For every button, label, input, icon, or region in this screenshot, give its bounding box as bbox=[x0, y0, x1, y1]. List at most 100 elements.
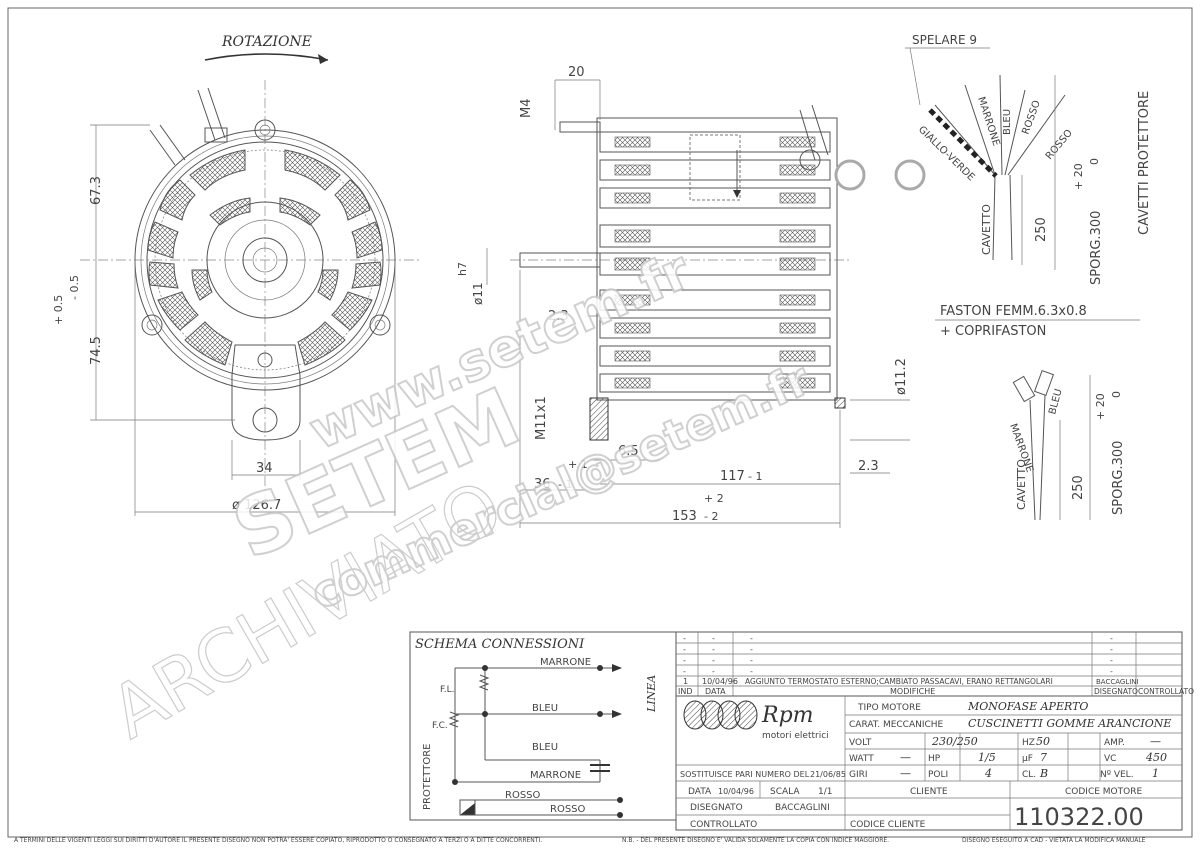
label-sporg-top: SPORG.300 bbox=[1089, 211, 1104, 285]
dim-diameter: ø 126.7 bbox=[232, 498, 281, 513]
dim-m4: M4 bbox=[519, 99, 534, 119]
rev-header-dis: DISEGNATO bbox=[1094, 687, 1138, 696]
rpm-logo: Rpm motori elettrici bbox=[683, 700, 829, 741]
rev-header-data: DATA bbox=[705, 687, 726, 696]
dim-117-tol: - 1 bbox=[748, 470, 762, 483]
codice-motore-value: 110322.00 bbox=[1014, 803, 1144, 831]
rev-dis-4: BACCAGLINI bbox=[1096, 678, 1139, 686]
rev-mod-1: - bbox=[750, 645, 753, 654]
label-sporg-tol0-bottom: 0 bbox=[1110, 391, 1123, 398]
footer-nb: N.B. - DEL PRESENTE DISEGNO E' VALIDA SO… bbox=[622, 837, 889, 844]
rev-ind-0: - bbox=[683, 634, 686, 643]
label-bleu-top: BLEU bbox=[1002, 109, 1013, 135]
schema-fl: F.L. bbox=[440, 685, 454, 695]
amp-value: — bbox=[1150, 735, 1161, 748]
data-value: 10/04/96 bbox=[718, 787, 754, 796]
giri-label: GIRI bbox=[849, 770, 868, 780]
front-view: ROTAZIONE bbox=[52, 34, 420, 516]
footer-copyright: A TERMINI DELLE VIGENTI LEGGI SUI DIRITT… bbox=[14, 837, 542, 844]
label-bleu-bottom: BLEU bbox=[1047, 388, 1064, 416]
dim-plus-2: + 2 bbox=[704, 492, 724, 505]
rev-ind-1: - bbox=[683, 645, 686, 654]
footer-notes: A TERMINI DELLE VIGENTI LEGGI SUI DIRITT… bbox=[14, 837, 1146, 844]
hz-label: HZ bbox=[1022, 738, 1035, 748]
codice-motore-label: CODICE MOTORE bbox=[1065, 787, 1142, 797]
giri-value: — bbox=[900, 767, 911, 780]
label-250-bottom: 250 bbox=[1071, 475, 1086, 500]
scala-label: SCALA bbox=[770, 787, 800, 797]
dim-6-5: 6.5 bbox=[618, 444, 639, 459]
nvel-label: Nº VEL. bbox=[1100, 770, 1134, 780]
hz-value: 50 bbox=[1036, 735, 1050, 748]
volt-value: 230/250 bbox=[931, 735, 978, 748]
amp-label: AMP. bbox=[1104, 738, 1125, 748]
vc-label: VC bbox=[1104, 754, 1116, 764]
uf-value: 7 bbox=[1040, 751, 1047, 764]
rev-header-ctrl: CONTROLLATO bbox=[1138, 687, 1194, 696]
side-view: 20 M4 h7 ø11 2.3 M11x1 6.5 + 1 36 - 1 11… bbox=[456, 65, 910, 528]
label-sporg-tol-top: + 20 bbox=[1072, 163, 1085, 190]
label-sporg-tol-bottom: + 20 bbox=[1094, 393, 1107, 420]
rev-header-ind: IND bbox=[678, 687, 693, 696]
dim-36: 36 bbox=[534, 477, 551, 492]
dim-117: 117 bbox=[720, 469, 745, 484]
poli-value: 4 bbox=[984, 767, 992, 780]
dim-36-tol: - 1 bbox=[558, 478, 572, 491]
label-sporg-bottom: SPORG.300 bbox=[1111, 441, 1126, 515]
dim-153: 153 bbox=[672, 509, 697, 524]
rev-mod-2: - bbox=[750, 656, 753, 665]
dim-74-5: 74.5 bbox=[89, 336, 104, 365]
cable-detail-bottom: FASTON FEMM.6.3x0.8 + COPRIFASTON MARRON… bbox=[935, 304, 1140, 521]
dim-67-3: 67.3 bbox=[89, 176, 104, 205]
schema-protettore: PROTETTORE bbox=[422, 744, 433, 810]
dim-20: 20 bbox=[568, 65, 585, 80]
logo-sub: motori elettrici bbox=[762, 731, 829, 741]
rev-dis-3: - bbox=[1110, 667, 1113, 676]
schema-wire-rosso-2: ROSSO bbox=[550, 804, 586, 815]
label-coprifaston: + COPRIFASTON bbox=[940, 324, 1046, 339]
volt-label: VOLT bbox=[849, 738, 872, 748]
dim-m11: M11x1 bbox=[534, 396, 549, 440]
carat-label: CARAT. MECCANICHE bbox=[849, 720, 944, 730]
logo-text: Rpm bbox=[761, 703, 814, 728]
schema-wire-bleu-1: BLEU bbox=[532, 703, 558, 714]
schema-wire-marrone-2: MARRONE bbox=[530, 770, 581, 781]
connection-schema: SCHEMA CONNESSIONI LINEA F.L. F.C. PROTE… bbox=[409, 631, 677, 821]
schema-linea: LINEA bbox=[645, 675, 658, 713]
rev-data-1: - bbox=[712, 645, 715, 654]
label-cavetto-top: CAVETTO bbox=[980, 204, 993, 255]
label-faston: FASTON FEMM.6.3x0.8 bbox=[940, 304, 1087, 319]
cable-detail-top: SPELARE 9 GIALLO-VERDE MARRONE BLEU ROSS… bbox=[834, 33, 1152, 285]
schema-wire-rosso-1: ROSSO bbox=[505, 790, 541, 801]
dim-34: 34 bbox=[256, 461, 273, 476]
label-cavetti-protettore: CAVETTI PROTETTORE bbox=[1137, 91, 1152, 235]
schema-title: SCHEMA CONNESSIONI bbox=[415, 637, 585, 652]
tipo-value: MONOFASE APERTO bbox=[967, 700, 1088, 713]
cl-value: B bbox=[1039, 767, 1048, 780]
rotation-label: ROTAZIONE bbox=[221, 34, 312, 50]
rev-dis-0: - bbox=[1110, 634, 1113, 643]
dim-d11-2: ø11.2 bbox=[894, 358, 909, 395]
watt-value: — bbox=[900, 751, 911, 764]
disegnato-value: BACCAGLINI bbox=[775, 803, 830, 813]
watt-label: WATT bbox=[849, 754, 874, 764]
poli-label: POLI bbox=[928, 770, 948, 780]
dim-d11: ø11 bbox=[471, 282, 485, 305]
label-cavetto-bottom: CAVETTO bbox=[1015, 459, 1028, 510]
label-spelare: SPELARE 9 bbox=[912, 33, 977, 47]
rev-data-4: 10/04/96 bbox=[702, 677, 738, 686]
label-250-top: 250 bbox=[1034, 217, 1049, 242]
rev-ind-4: 1 bbox=[683, 677, 688, 686]
label-sporg-tol0-top: 0 bbox=[1088, 158, 1101, 165]
rev-data-0: - bbox=[712, 634, 715, 643]
hp-label: HP bbox=[928, 754, 941, 764]
dim-tol-minus: - 0.5 bbox=[68, 275, 81, 300]
dim-153-tol: - 2 bbox=[704, 510, 718, 523]
carat-value: CUSCINETTI GOMME ARANCIONE bbox=[968, 717, 1171, 730]
title-block: Rpm motori elettrici TIPO MOTORE CARAT. … bbox=[675, 695, 1183, 831]
rev-data-2: - bbox=[712, 656, 715, 665]
rev-mod-4: AGGIUNTO TERMOSTATO ESTERNO;CAMBIATO PAS… bbox=[745, 677, 1053, 686]
dim-2-3-bottom: 2.3 bbox=[858, 459, 879, 474]
